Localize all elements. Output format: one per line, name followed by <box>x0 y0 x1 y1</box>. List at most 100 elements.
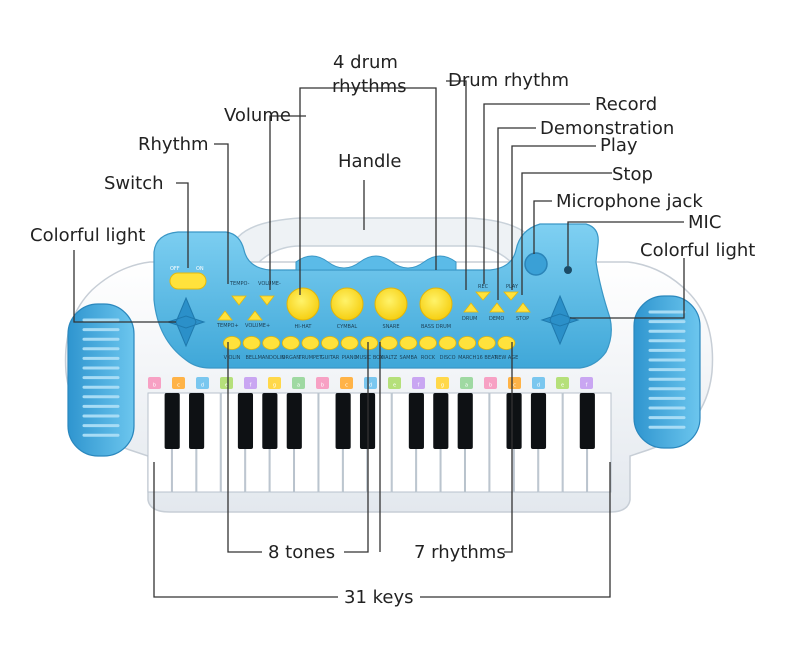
play-button[interactable] <box>503 291 519 301</box>
left-grip <box>67 303 135 457</box>
callout-seven-rhythms: 7 rhythms <box>414 542 506 563</box>
note-letter: e <box>393 383 396 389</box>
right-grip <box>633 295 701 449</box>
mic-icon <box>564 266 572 274</box>
power-switch[interactable] <box>169 272 207 290</box>
callout-switch: Switch <box>104 173 164 194</box>
drum-pad-hi-hat[interactable] <box>286 287 320 321</box>
rhythm-label: WALTZ <box>380 355 397 361</box>
drum-label: DRUM <box>462 316 477 322</box>
note-tile <box>316 377 329 389</box>
note-tile <box>412 377 425 389</box>
black-key[interactable] <box>189 393 205 449</box>
handle-grip <box>295 255 457 271</box>
rhythm-button[interactable] <box>497 336 516 350</box>
callout-four-drum: 4 drum <box>333 52 398 73</box>
black-key[interactable] <box>262 393 278 449</box>
note-letter: e <box>225 383 228 389</box>
rhythm-button[interactable] <box>477 336 496 350</box>
black-key[interactable] <box>286 393 302 449</box>
record-button[interactable] <box>475 291 491 301</box>
left-colorful-light <box>166 296 206 348</box>
tone-button[interactable] <box>223 336 241 350</box>
tone-button[interactable] <box>360 336 379 350</box>
note-letter: d <box>537 383 540 389</box>
stop-label: STOP <box>516 316 529 322</box>
note-tile <box>292 377 305 389</box>
tone-button[interactable] <box>301 336 320 350</box>
note-letter: c <box>345 383 348 389</box>
note-letter: f <box>250 383 252 389</box>
microphone-jack[interactable] <box>524 252 548 276</box>
note-letter: b <box>489 383 492 389</box>
rhythm-label: NEW AGE <box>494 355 518 361</box>
callout-play: Play <box>600 135 638 156</box>
callout-handle: Handle <box>338 151 401 172</box>
tone-button[interactable] <box>262 336 281 350</box>
switch-off-label: OFF <box>170 266 180 272</box>
rhythm-label: SAMBA <box>399 355 417 361</box>
black-key[interactable] <box>530 393 547 449</box>
callout-labels: 4 drum rhythms Drum rhythm Volume Record… <box>30 52 755 608</box>
rhythm-button[interactable] <box>438 336 457 350</box>
note-tile <box>244 377 257 389</box>
panel-controls: OFF ON TEMPO- VOLUME- TEMPO+ VOLUME+ HI-… <box>169 252 572 361</box>
drum-pad-label: BASS DRUM <box>421 324 451 330</box>
callout-drum-rhythm: Drum rhythm <box>448 70 569 91</box>
black-key[interactable] <box>237 393 254 449</box>
callout-colorful-light-left: Colorful light <box>30 225 145 246</box>
black-key[interactable] <box>579 393 595 449</box>
tone-label: ORGAN <box>282 355 301 361</box>
note-tile <box>436 377 449 389</box>
note-tile <box>340 377 353 389</box>
rec-label: REC <box>478 284 489 290</box>
tone-button[interactable] <box>242 336 261 350</box>
note-tile <box>508 377 521 389</box>
note-tile <box>388 377 401 389</box>
leader-lines <box>73 80 685 598</box>
tone-label: BELL <box>246 355 258 361</box>
tempo-down-button[interactable] <box>231 295 247 306</box>
black-key[interactable] <box>457 393 473 449</box>
tone-button[interactable] <box>281 336 300 350</box>
tone-button[interactable] <box>321 336 339 350</box>
note-letter: d <box>201 383 204 389</box>
note-tile <box>556 377 569 389</box>
demo-button[interactable] <box>489 302 505 313</box>
stop-button[interactable] <box>515 302 531 313</box>
rhythm-label: 16 BEAT <box>476 355 498 361</box>
volume-down-button[interactable] <box>259 295 275 306</box>
tone-button[interactable] <box>340 336 359 350</box>
black-key[interactable] <box>164 393 180 449</box>
note-tile <box>580 377 593 389</box>
tone-label: VIOLIN <box>224 355 241 361</box>
drum-pad-cymbal[interactable] <box>330 287 364 321</box>
drum-pad-bass-drum[interactable] <box>419 287 453 321</box>
drum-pad-snare[interactable] <box>374 287 408 321</box>
black-key[interactable] <box>433 393 449 449</box>
black-key[interactable] <box>408 393 424 449</box>
rhythm-button[interactable] <box>399 336 418 350</box>
piano-keys <box>147 392 612 493</box>
drum-pad-label: SNARE <box>383 324 400 330</box>
rhythm-button[interactable] <box>379 336 398 350</box>
callout-record: Record <box>595 94 657 115</box>
note-letter: c <box>513 383 516 389</box>
note-tile <box>172 377 185 389</box>
tempo-up-button[interactable] <box>217 310 233 321</box>
tone-label: MANDOLIN <box>258 355 286 361</box>
note-letter: a <box>465 383 468 389</box>
rhythm-button[interactable] <box>458 336 477 350</box>
note-tile <box>196 377 209 389</box>
rhythm-button[interactable] <box>419 336 437 350</box>
black-key[interactable] <box>506 393 522 449</box>
volume-up-button[interactable] <box>247 310 263 321</box>
drum-pad-label: HI-HAT <box>295 324 313 330</box>
rhythm-label: DISCO <box>440 355 456 361</box>
note-tile <box>148 377 161 389</box>
black-key[interactable] <box>335 393 351 449</box>
drum-rhythm-button[interactable] <box>463 302 479 313</box>
